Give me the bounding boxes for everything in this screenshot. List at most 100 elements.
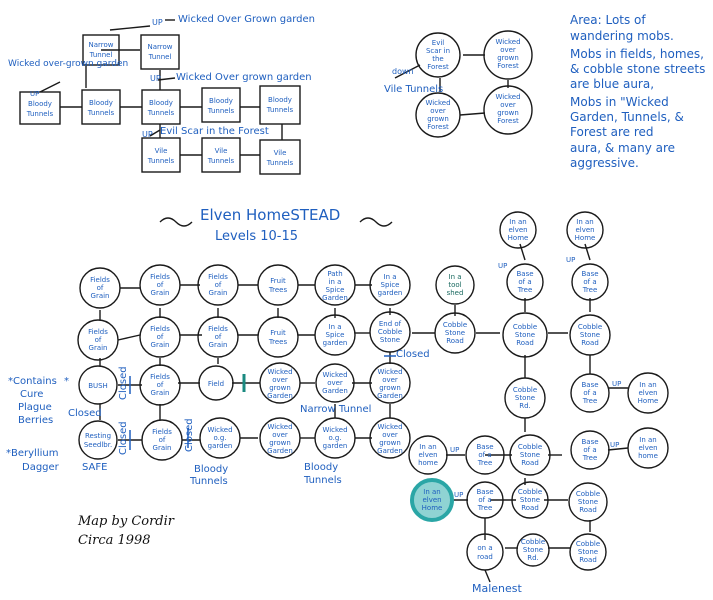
area-note-line: Forest are red <box>570 125 654 139</box>
up-label: UP <box>610 441 619 449</box>
tunnel-box <box>259 139 301 175</box>
up-label: UP <box>150 74 161 83</box>
up-label: UP <box>454 491 463 499</box>
annotation: Tunnels <box>303 475 342 486</box>
forest-exit-label: Vile Tunnels <box>384 84 443 95</box>
annotation: Cure <box>20 389 43 400</box>
up-label: UP <box>30 90 39 98</box>
annotation: *Contains <box>8 376 57 387</box>
map-title: Elven HomeSTEAD Levels 10-15 <box>159 206 393 244</box>
area-note-line: are blue aura, <box>570 77 654 91</box>
annotation: Narrow Tunnel <box>300 404 371 415</box>
exit-label: Malenest <box>472 582 523 595</box>
annotation: Bloody <box>304 462 338 473</box>
annotation: Closed <box>184 418 195 452</box>
area-note-line: aura, & many are <box>570 141 675 155</box>
down-label: down <box>392 67 414 76</box>
annotation: Berries <box>18 415 53 426</box>
up-label: UP <box>450 446 459 454</box>
annotation: Bloody <box>194 464 228 475</box>
annotation: Closed <box>68 408 102 419</box>
annotations: *Contains Cure Plague Berries Closed *Be… <box>6 90 621 595</box>
tunnel-box <box>141 89 181 125</box>
annotation: Tunnels <box>189 476 228 487</box>
tunnel-box <box>259 85 301 125</box>
tunnel-box <box>201 87 241 123</box>
node-label: BUSH <box>88 382 108 390</box>
credit-line: Map by Cordir <box>77 514 175 529</box>
tunnel-note: Wicked Over Grown garden <box>178 14 315 25</box>
map-credit: Map by Cordir Circa 1998 <box>77 514 175 548</box>
up-label: UP <box>152 18 163 27</box>
forest-node <box>483 30 533 80</box>
tunnel-note: Wicked Over grown garden <box>176 72 312 83</box>
node-label: Field <box>208 380 224 388</box>
area-note-line: Area: Lots of <box>570 13 646 27</box>
annotation: Closed <box>396 349 430 360</box>
tunnel-box <box>19 91 61 125</box>
area-note-line: wandering mobs. <box>570 29 674 43</box>
